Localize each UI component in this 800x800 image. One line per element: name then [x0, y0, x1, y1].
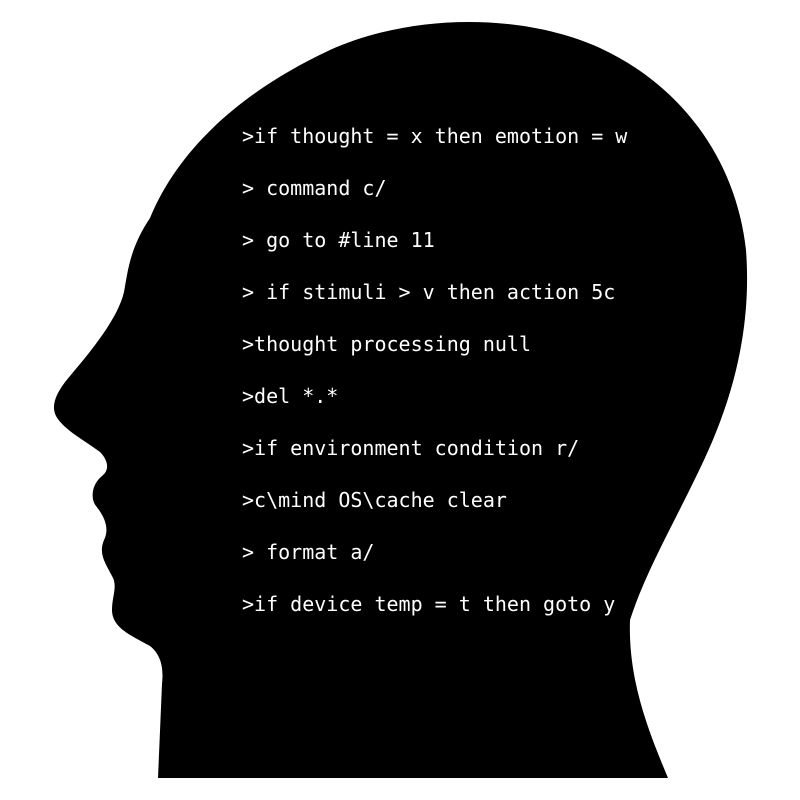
code-line: > format a/ — [242, 540, 375, 564]
head-profile-shape — [53, 21, 748, 778]
code-line: >thought processing null — [242, 332, 531, 356]
code-text-block: >if thought = x then emotion = w > comma… — [242, 122, 627, 642]
code-line: >if environment condition r/ — [242, 436, 580, 460]
code-line: > command c/ — [242, 176, 387, 200]
code-line: >c\mind OS\cache clear — [242, 488, 507, 512]
code-line: >if device temp = t then goto y — [242, 592, 616, 616]
code-line: > go to #line 11 — [242, 228, 435, 252]
code-line: >del *.* — [242, 384, 339, 408]
code-line: >if thought = x then emotion = w — [242, 124, 628, 148]
code-line: > if stimuli > v then action 5c — [242, 280, 616, 304]
